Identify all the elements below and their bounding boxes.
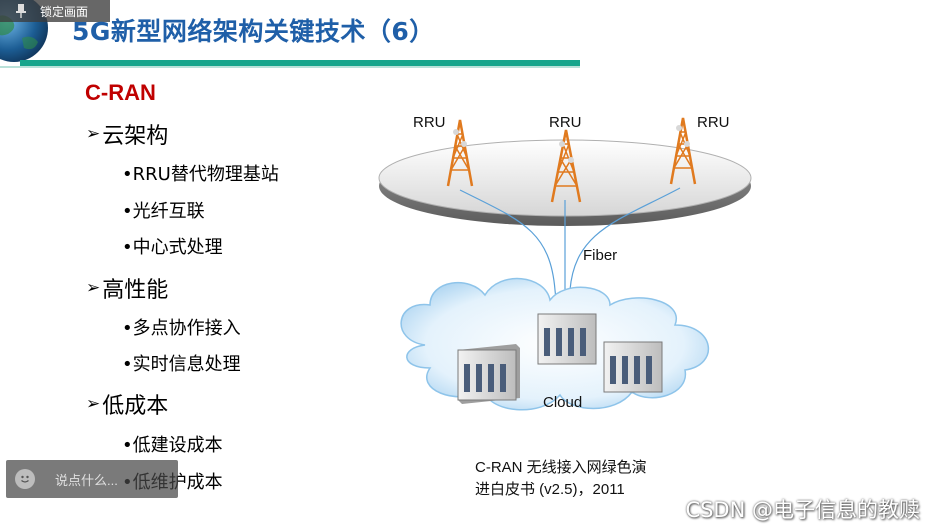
lock-screen-label: 锁定画面 — [40, 4, 89, 19]
sub-bullet: •多点协作接入 — [122, 318, 241, 339]
rru-tower-icon — [550, 129, 582, 203]
arrow-bullet-icon: ➢ — [86, 124, 101, 144]
sub-bullet: •实时信息处理 — [122, 354, 241, 375]
lock-screen-toolbar[interactable]: 锁定画面 — [0, 0, 110, 22]
sub-bullet: •中心式处理 — [122, 237, 223, 258]
fiber-label: Fiber — [583, 247, 618, 264]
caption-line: C-RAN 无线接入网绿色演 — [475, 459, 647, 476]
sub-bullet: •低建设成本 — [122, 435, 223, 456]
title-underline — [20, 60, 580, 66]
cran-diagram-graphic — [378, 117, 752, 411]
bullet-label: 云架构 — [102, 124, 169, 149]
rru-tower-icon — [669, 117, 697, 185]
csdn-watermark: CSDN @电子信息的教赎 — [685, 498, 920, 522]
section-heading: C-RAN — [85, 80, 156, 105]
bullet-cloud-architecture: ➢ 云架构 — [86, 118, 168, 150]
bullet-label: 高性能 — [102, 278, 169, 303]
rru-label: RRU — [549, 114, 582, 131]
server-rack-icon — [457, 344, 520, 404]
emoji-icon[interactable] — [15, 469, 35, 489]
figure-caption: C-RAN 无线接入网绿色演 进白皮书 (v2.5)，2011 — [475, 457, 647, 501]
cran-diagram: RRU RRU RRU Fiber Cloud — [370, 100, 790, 430]
caption-line: 进白皮书 (v2.5)，2011 — [475, 481, 625, 498]
rru-label: RRU — [697, 114, 730, 131]
sub-bullet: •光纤互联 — [122, 201, 205, 222]
bullet-low-cost: ➢ 低成本 — [86, 388, 168, 420]
server-rack-icon — [537, 313, 597, 365]
server-rack-icon — [603, 341, 663, 393]
sub-bullet: •RRU替代物理基站 — [122, 164, 279, 185]
arrow-bullet-icon: ➢ — [86, 278, 101, 298]
slide-title: 5G新型网络架构关键技术（6） — [72, 17, 435, 46]
comment-placeholder: 说点什么... — [55, 472, 118, 488]
pin-icon — [14, 4, 28, 18]
bullet-label: 低成本 — [102, 394, 169, 419]
comment-input-overlay[interactable]: 说点什么... — [6, 460, 178, 498]
fiber-links — [459, 187, 681, 301]
arrow-bullet-icon: ➢ — [86, 394, 101, 414]
bullet-high-performance: ➢ 高性能 — [86, 272, 168, 304]
rru-label: RRU — [413, 114, 446, 131]
rru-tower-icon — [446, 119, 474, 187]
title-underline-shadow — [0, 66, 580, 68]
cloud-label: Cloud — [543, 394, 583, 411]
